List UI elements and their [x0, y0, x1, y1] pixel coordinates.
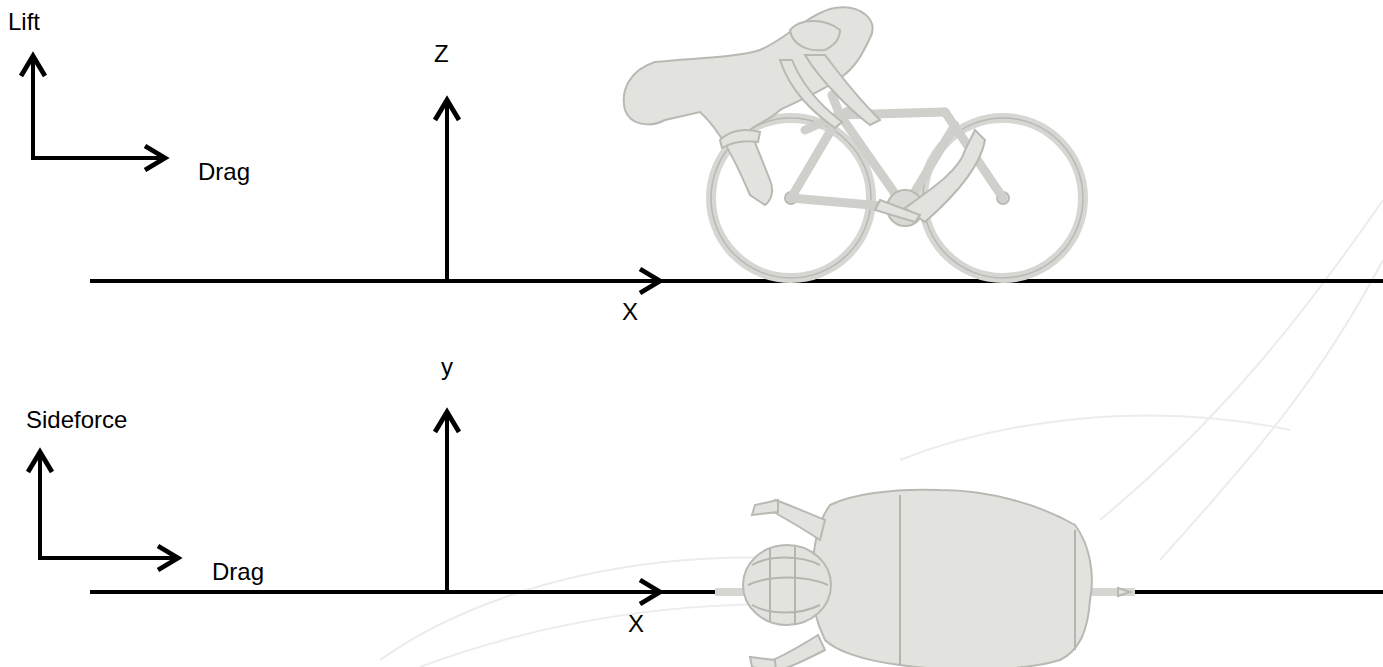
- coordinate-axis-label: Z: [434, 42, 449, 66]
- force-axis-label: Lift: [8, 10, 40, 34]
- cyclist-side-view: [624, 7, 1083, 278]
- axis-arrows: [31, 56, 1383, 592]
- force-axis-label: Drag: [212, 560, 264, 584]
- coordinate-axis-label: X: [628, 612, 644, 636]
- force-axis-label: Sideforce: [26, 408, 127, 432]
- force-axis-label: Drag: [198, 160, 250, 184]
- coordinate-axis-label: y: [441, 355, 453, 379]
- cyclist-top-view: [715, 490, 1135, 667]
- coordinate-axis-label: X: [622, 300, 638, 324]
